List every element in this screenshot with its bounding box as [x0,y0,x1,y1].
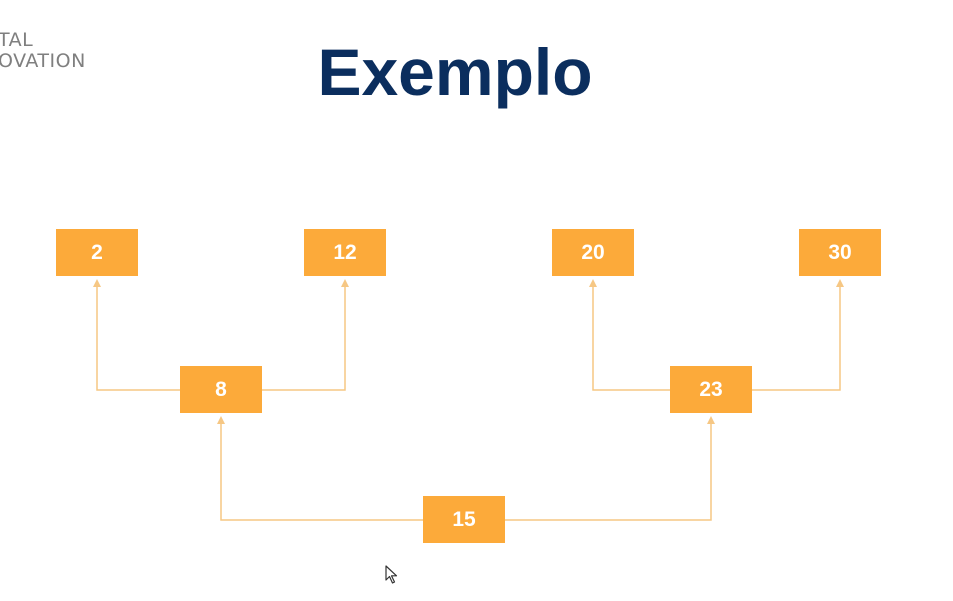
brand-logo-line1: TAL [0,29,34,51]
edge-8-to-2 [93,279,180,391]
tree-node-23: 23 [670,366,752,413]
brand-logo: TAL OVATION [0,30,86,72]
tree-node-8: 8 [180,366,262,413]
tree-node-12: 12 [304,229,386,276]
edge-15-to-23 [505,416,715,521]
mouse-pointer-icon [385,565,398,584]
tree-node-20: 20 [552,229,634,276]
edge-15-to-8 [217,416,423,521]
edge-23-to-20 [589,279,670,391]
tree-node-2: 2 [56,229,138,276]
edge-8-to-12 [262,279,349,391]
tree-node-15: 15 [423,496,505,543]
brand-logo-line2: OVATION [0,50,86,72]
edge-23-to-30 [752,279,844,391]
tree-node-30: 30 [799,229,881,276]
slide-title: Exemplo [317,35,593,109]
